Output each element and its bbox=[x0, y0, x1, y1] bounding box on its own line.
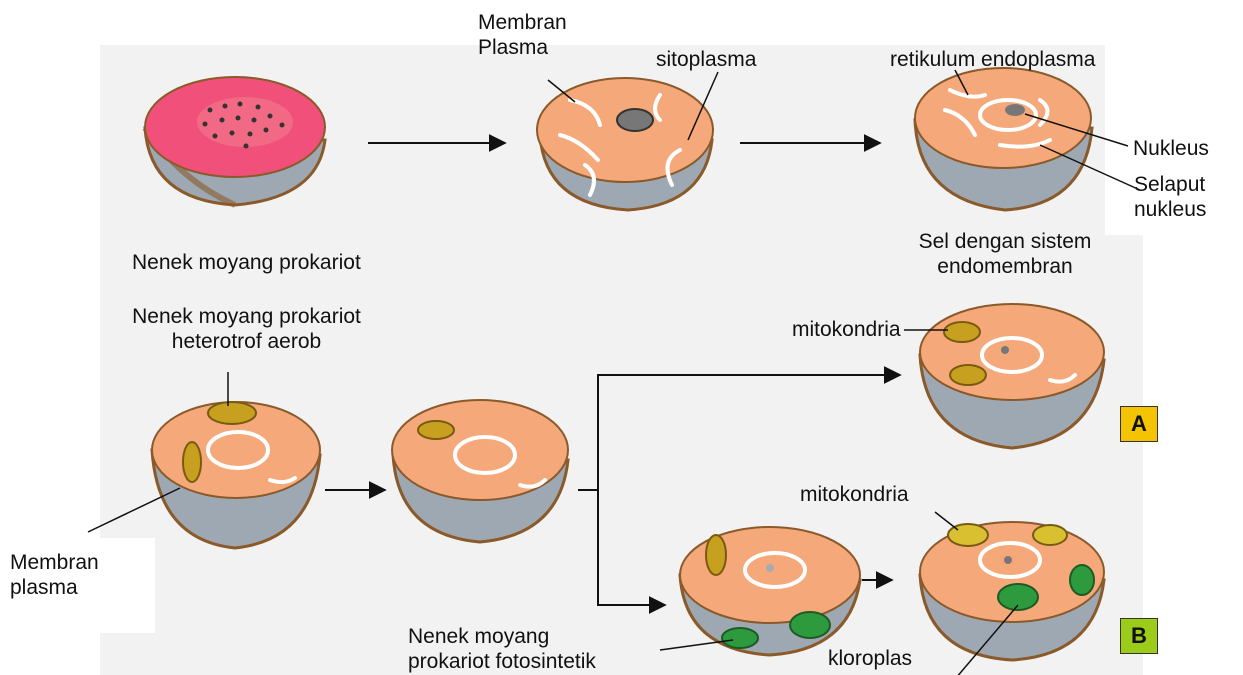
label-mitochondria-b: mitokondria bbox=[800, 482, 909, 507]
label-nuclear-envelope: Selaput nukleus bbox=[1134, 172, 1206, 222]
label-plasma-membrane-bottom: Membran plasma bbox=[10, 550, 99, 600]
label-endomembrane-cell: Sel dengan sistem endomembran bbox=[885, 229, 1125, 279]
label-cytoplasm: sitoplasma bbox=[656, 47, 756, 72]
badge-a: A bbox=[1120, 406, 1158, 442]
label-endoplasmic-reticulum: retikulum endoplasma bbox=[890, 47, 1095, 72]
cell-ancestral-prokaryote bbox=[145, 77, 325, 205]
label-ancestral-prokaryote: Nenek moyang prokariot bbox=[132, 250, 361, 275]
cell-b-photosynthetic-eukaryote bbox=[920, 522, 1104, 660]
badge-b: B bbox=[1120, 618, 1158, 654]
label-chloroplast: kloroplas bbox=[828, 646, 912, 671]
label-plasma-membrane-top: Membran Plasma bbox=[478, 10, 567, 60]
label-nucleus: Nukleus bbox=[1133, 136, 1209, 161]
label-photosynthetic-prokaryote: Nenek moyang prokariot fotosintetik bbox=[408, 624, 596, 674]
label-aerobic-heterotroph: Nenek moyang prokariot heterotrof aerob bbox=[104, 304, 389, 354]
label-mitochondria-a: mitokondria bbox=[792, 317, 901, 342]
